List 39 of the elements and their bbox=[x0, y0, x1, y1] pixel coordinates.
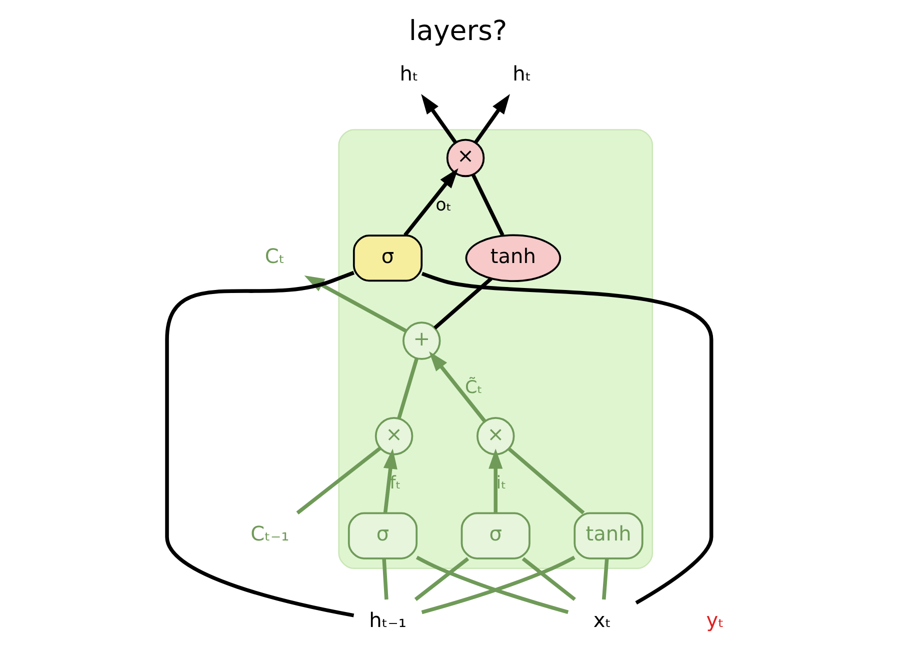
arrow bbox=[421, 94, 457, 144]
connector bbox=[472, 174, 504, 236]
cluster bbox=[338, 129, 654, 570]
node-box: σ bbox=[352, 234, 423, 282]
node-box: σ bbox=[460, 512, 530, 560]
node-circle: × bbox=[476, 416, 515, 456]
node-box: tanh bbox=[574, 512, 644, 560]
connector bbox=[434, 277, 492, 330]
arrow bbox=[474, 94, 510, 144]
edge-label: oₜ bbox=[436, 195, 452, 216]
node-text: hₜ₋₁ bbox=[369, 608, 406, 632]
node-circle: + bbox=[402, 322, 441, 360]
node-text: Cₜ bbox=[264, 244, 285, 268]
connector bbox=[508, 448, 585, 514]
node-box: σ bbox=[348, 512, 418, 560]
connector bbox=[296, 446, 382, 514]
arrow bbox=[404, 168, 458, 236]
arrow bbox=[488, 448, 503, 513]
node-text: hₜ bbox=[400, 62, 418, 86]
arrow bbox=[383, 448, 398, 514]
connector bbox=[165, 270, 354, 618]
connector bbox=[397, 358, 419, 419]
node-text: xₜ bbox=[593, 608, 612, 632]
edge-label: C̃ₜ bbox=[464, 378, 482, 398]
node-ellipse: tanh bbox=[465, 234, 562, 282]
node-text: Cₜ₋₁ bbox=[250, 522, 290, 546]
connector bbox=[522, 557, 576, 601]
connector bbox=[414, 557, 470, 601]
node-circle: × bbox=[446, 138, 485, 178]
node-circle: × bbox=[374, 416, 414, 456]
connector bbox=[421, 272, 714, 605]
connector bbox=[382, 558, 388, 600]
connector bbox=[602, 558, 609, 600]
edge-label: iₜ bbox=[496, 473, 506, 494]
arrow bbox=[429, 351, 486, 422]
node-text: hₜ bbox=[512, 62, 532, 86]
edge-label: fₜ bbox=[390, 473, 401, 494]
label: yₜ bbox=[706, 608, 724, 632]
diagram-title: layers? bbox=[408, 14, 508, 48]
